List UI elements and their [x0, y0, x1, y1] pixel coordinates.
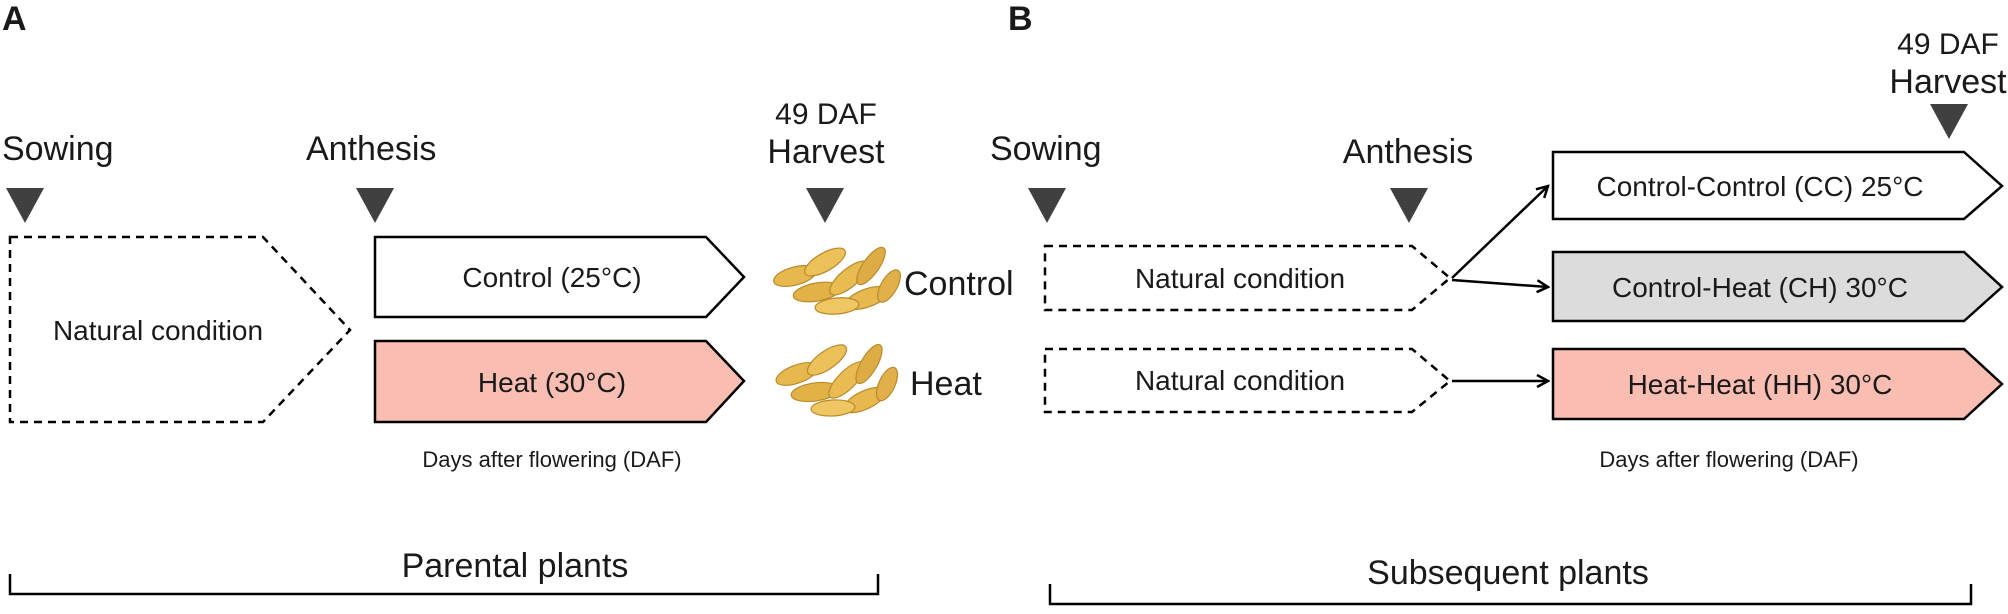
heat-seeds-image [775, 343, 899, 417]
heat-treatment-label: Heat (30°C) [478, 367, 626, 398]
subsequent-plants-bracket [1048, 584, 1973, 606]
sowing-label-a: Sowing [2, 130, 114, 168]
anthesis-marker-a [356, 188, 394, 223]
heat-seed-label: Heat [910, 365, 982, 403]
anthesis-label-b: Anthesis [1343, 133, 1473, 171]
arrow-to-ch [1451, 278, 1548, 287]
parental-plants-label: Parental plants [402, 547, 629, 585]
natural-condition-label-b2: Natural condition [1135, 365, 1345, 396]
harvest-daf-label-a: 49 DAF [775, 98, 877, 131]
heat-treatment-box [373, 339, 746, 424]
sowing-marker-a [6, 188, 44, 223]
arrow-to-cc [1451, 186, 1548, 279]
sowing-marker-b [1028, 188, 1066, 223]
natural-condition-box-b1 [1043, 244, 1452, 312]
sowing-label-b: Sowing [990, 130, 1102, 168]
ch-treatment-label: Control-Heat (CH) 30°C [1612, 272, 1908, 303]
cc-treatment-box [1551, 150, 2004, 221]
natural-condition-label-a: Natural condition [53, 315, 263, 346]
hh-treatment-label: Heat-Heat (HH) 30°C [1628, 369, 1893, 400]
anthesis-marker-b [1390, 188, 1428, 223]
harvest-marker-b [1930, 104, 1968, 139]
harvest-marker-a [806, 188, 844, 223]
anthesis-label-a: Anthesis [306, 130, 436, 168]
harvest-daf-label-b: 49 DAF [1897, 28, 1999, 61]
cc-treatment-label: Control-Control (CC) 25°C [1596, 171, 1923, 202]
control-treatment-box [373, 235, 746, 319]
parental-plants-bracket [8, 574, 880, 596]
daf-caption-b: Days after flowering (DAF) [1599, 447, 1858, 472]
natural-condition-label-b1: Natural condition [1135, 263, 1345, 294]
panel-b-letter: B [1008, 0, 1033, 38]
panel-b: B Sowing Anthesis 49 DAF Harvest Natural… [990, 0, 2007, 606]
harvest-label-b: Harvest [1889, 63, 2007, 101]
daf-caption-a: Days after flowering (DAF) [422, 447, 681, 472]
control-seeds-image [773, 246, 901, 315]
panel-a-letter: A [2, 0, 27, 38]
hh-treatment-box [1551, 347, 2004, 421]
subsequent-plants-label: Subsequent plants [1367, 554, 1649, 592]
ch-treatment-box [1551, 250, 2004, 323]
natural-condition-box-a [8, 235, 352, 424]
panel-a: A Sowing Anthesis 49 DAF Harvest Natural… [2, 0, 1014, 596]
control-treatment-label: Control (25°C) [462, 262, 641, 293]
harvest-label-a: Harvest [767, 133, 885, 171]
control-seed-label: Control [904, 265, 1014, 303]
natural-condition-box-b2 [1043, 347, 1452, 414]
